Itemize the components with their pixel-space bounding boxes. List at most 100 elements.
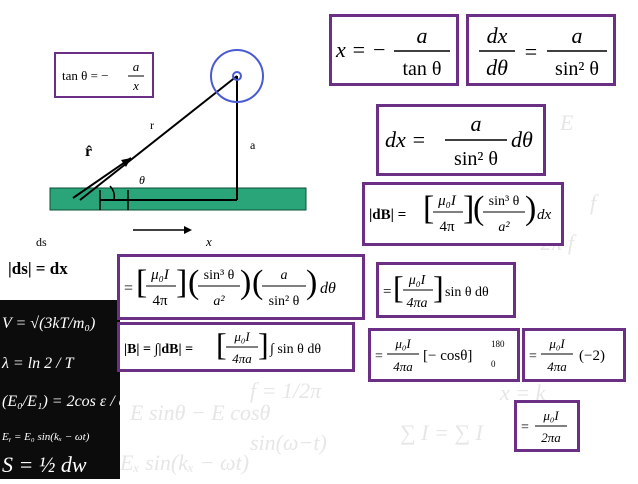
svg-text:dx: dx — [487, 23, 508, 48]
svg-text:a²: a² — [213, 294, 225, 309]
svg-text:Eₓ sin(kₓ − ωt): Eₓ sin(kₓ − ωt) — [119, 450, 249, 475]
chalk-line: V = √(3kT/m₀) — [2, 315, 95, 332]
chalk-line: λ = ln 2 / T — [1, 355, 75, 372]
svg-text:a: a — [572, 23, 583, 48]
svg-text:E: E — [559, 110, 574, 135]
svg-text:|ds| = dx: |ds| = dx — [8, 259, 68, 278]
svg-text:[: [ — [136, 264, 147, 301]
svg-text:(: ( — [473, 190, 484, 227]
svg-text:μ₀I: μ₀I — [150, 267, 170, 283]
svg-text:sin² θ: sin² θ — [555, 58, 599, 80]
label-theta: θ — [139, 173, 145, 187]
svg-text:E sinθ − E cosθ: E sinθ − E cosθ — [129, 400, 271, 425]
svg-text:[: [ — [393, 269, 404, 305]
chalk-line: (E₀/E₁) = 2cos ε / cos — [2, 393, 120, 410]
tan-den: x — [132, 78, 139, 93]
chalkboard-image: V = √(3kT/m₀) λ = ln 2 / T (E₀/E₁) = 2co… — [0, 300, 140, 479]
svg-text:μ₀I: μ₀I — [437, 193, 457, 209]
svg-text:f: f — [590, 190, 599, 215]
svg-text:0: 0 — [491, 359, 496, 369]
simplified-box: = [ μ₀I 4πa ] sin θ dθ — [376, 262, 516, 318]
x-equation-box: x = − a tan θ — [329, 14, 459, 86]
label-rhat: r̂ — [85, 143, 92, 160]
svg-text:dθ: dθ — [320, 280, 336, 297]
svg-text:μ₀I: μ₀I — [542, 408, 559, 423]
svg-text:]: ] — [258, 326, 269, 362]
svg-text:]: ] — [463, 190, 474, 227]
svg-text:sin θ dθ: sin θ dθ — [445, 285, 489, 300]
svg-text:tan θ: tan θ — [402, 58, 441, 80]
svg-text:): ) — [240, 264, 251, 301]
evaluated-box: = μ₀I 4πa [− cosθ] 180 0 — [368, 328, 520, 382]
tan-formula-box: tan θ = − a x — [54, 52, 154, 98]
svg-text:sin(ω−t): sin(ω−t) — [250, 430, 327, 455]
svg-text:a: a — [471, 111, 482, 136]
svg-text:μ₀I: μ₀I — [233, 329, 250, 344]
svg-text:sin² θ: sin² θ — [454, 148, 498, 170]
svg-text:4πa: 4πa — [406, 296, 427, 311]
svg-text:=: = — [525, 39, 537, 64]
B-integral-box: |B| = ∫|dB| = [ μ₀I 4πa ] ∫ sin θ dθ — [117, 322, 355, 372]
svg-text:4π: 4π — [152, 293, 168, 309]
final-result-box: = μ₀I 2πa — [514, 400, 580, 452]
svg-text:=: = — [529, 349, 537, 364]
ds-equation: |ds| = dx — [8, 259, 68, 278]
r-line — [79, 75, 238, 201]
svg-text:4π: 4π — [439, 219, 455, 235]
svg-text:=: = — [375, 349, 383, 364]
svg-text:sin³ θ: sin³ θ — [204, 268, 235, 283]
label-ds: ds — [36, 235, 47, 249]
result-minus-two-box: = μ₀I 4πa (−2) — [522, 328, 626, 382]
chalk-line: S = ½ dw — [2, 452, 87, 477]
svg-text:[: [ — [216, 326, 227, 362]
chalk-line: Eᵧ = E₀ sin(kₓ − ωt) — [1, 431, 90, 443]
svg-text:∫ sin θ dθ: ∫ sin θ dθ — [269, 342, 321, 357]
svg-text:]: ] — [176, 264, 187, 301]
svg-text:sin³ θ: sin³ θ — [489, 194, 520, 209]
svg-text:dx: dx — [537, 207, 552, 223]
svg-text:]: ] — [433, 269, 444, 305]
label-r: r — [150, 118, 154, 132]
svg-text:=: = — [124, 280, 133, 297]
svg-text:(: ( — [188, 264, 199, 301]
svg-text:a: a — [281, 268, 288, 283]
svg-text:a²: a² — [498, 220, 510, 235]
svg-text:dθ: dθ — [486, 55, 508, 80]
svg-text:4πa: 4πa — [547, 359, 567, 374]
svg-text:): ) — [525, 190, 536, 227]
svg-text:sin² θ: sin² θ — [269, 294, 300, 309]
svg-text:|dB| =: |dB| = — [369, 207, 406, 223]
svg-text:(−2): (−2) — [579, 348, 605, 364]
svg-text:dx =: dx = — [385, 127, 426, 152]
svg-text:4πa: 4πa — [393, 359, 413, 374]
label-x: x — [205, 234, 212, 249]
tan-num: a — [133, 59, 140, 74]
svg-text:4πa: 4πa — [232, 351, 252, 366]
rhat-arrow — [72, 157, 132, 199]
svg-text:|B| = ∫|dB| =: |B| = ∫|dB| = — [124, 342, 193, 357]
svg-text:[− cosθ]: [− cosθ] — [423, 348, 472, 364]
label-a: a — [250, 138, 256, 152]
point-marker — [232, 71, 242, 81]
svg-text:∑ I = ∑ I: ∑ I = ∑ I — [400, 420, 485, 445]
svg-text:x = −: x = − — [335, 37, 386, 62]
dx-equation-box: dx = a sin² θ dθ — [376, 104, 546, 176]
tan-lhs: tan θ = − — [62, 68, 109, 83]
svg-text:a: a — [417, 23, 428, 48]
dx-dtheta-box: dx dθ = a sin² θ — [466, 14, 616, 86]
dB-equation-box: |dB| = [ μ₀I 4π ] ( sin³ θ a² ) dx — [362, 182, 564, 246]
svg-text:(: ( — [252, 264, 263, 301]
svg-text:): ) — [306, 264, 317, 301]
svg-text:μ₀I: μ₀I — [408, 273, 427, 288]
svg-text:dθ: dθ — [511, 127, 533, 152]
svg-text:[: [ — [423, 190, 434, 227]
svg-text:=: = — [383, 284, 391, 300]
svg-text:180: 180 — [491, 339, 505, 349]
wire-geometry-diagram: r r̂ a θ ds x — [36, 49, 307, 249]
svg-text:μ₀I: μ₀I — [548, 336, 565, 351]
field-circle — [210, 49, 264, 103]
theta-arc — [109, 185, 116, 201]
substitution-box: = [ μ₀I 4π ] ( sin³ θ a² ) ( a sin² θ ) … — [117, 254, 365, 320]
svg-text:2πa: 2πa — [541, 430, 561, 445]
svg-text:=: = — [521, 420, 529, 435]
